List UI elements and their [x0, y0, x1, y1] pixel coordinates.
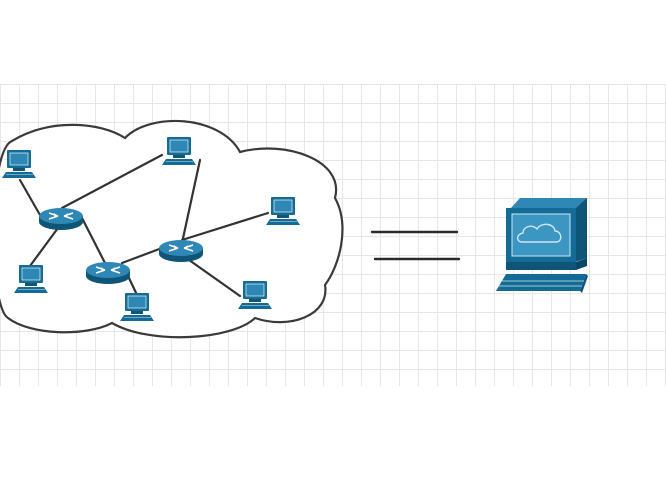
link-r3-h6 — [180, 253, 242, 298]
link-r1-h2 — [60, 153, 164, 210]
workstation-icon — [237, 280, 273, 310]
router-icon — [38, 207, 84, 231]
link-r1-r2 — [80, 216, 107, 265]
link-h1-r1 — [18, 178, 42, 217]
cloud-terminal-icon — [496, 198, 588, 293]
workstation-icon — [13, 264, 49, 294]
workstation-icon — [161, 136, 197, 166]
link-r1-h3 — [28, 226, 60, 268]
link-r2-r3 — [120, 246, 164, 265]
link-r3-h5 — [180, 211, 270, 242]
router-icon — [158, 239, 204, 263]
router-icon — [85, 261, 131, 285]
workstation-icon — [265, 196, 301, 226]
equals-sign — [370, 230, 461, 261]
workstation-icon — [1, 149, 37, 179]
workstation-icon — [119, 292, 155, 322]
link-h2-r3 — [180, 158, 202, 245]
